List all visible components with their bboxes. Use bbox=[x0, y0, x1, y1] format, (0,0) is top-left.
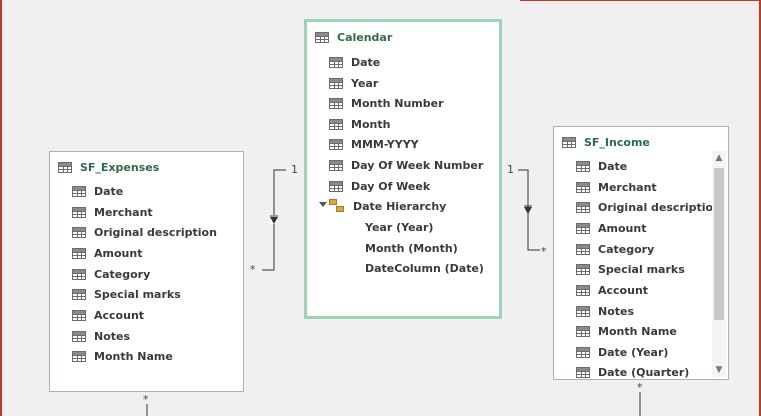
column-icon bbox=[329, 138, 343, 150]
field-category[interactable]: Category bbox=[576, 240, 654, 258]
field-date-year[interactable]: Date (Year) bbox=[576, 343, 668, 361]
field-date[interactable]: Date bbox=[72, 182, 123, 200]
column-icon bbox=[576, 222, 590, 234]
field-day-of-week-number[interactable]: Day Of Week Number bbox=[329, 156, 483, 174]
filter-arrow-icon bbox=[270, 217, 278, 224]
field-month-number[interactable]: Month Number bbox=[329, 94, 444, 112]
table-icon bbox=[315, 31, 329, 43]
column-icon bbox=[576, 305, 590, 317]
cardinality-many-bottom-right: * bbox=[637, 381, 643, 394]
field-account[interactable]: Account bbox=[576, 281, 648, 299]
canvas-edge-top bbox=[520, 0, 761, 1]
column-icon bbox=[72, 206, 86, 218]
canvas-edge-right bbox=[759, 0, 761, 416]
column-icon bbox=[576, 243, 590, 255]
column-icon bbox=[72, 268, 86, 280]
column-icon bbox=[576, 325, 590, 337]
table-title: Calendar bbox=[337, 30, 393, 44]
filter-arrow-icon bbox=[524, 207, 532, 214]
hierarchy-icon bbox=[329, 199, 345, 213]
column-icon bbox=[576, 201, 590, 213]
table-header[interactable]: SF_Income bbox=[562, 133, 650, 151]
hierarchy-level-datecolumn[interactable]: DateColumn (Date) bbox=[365, 261, 484, 275]
table-card-sf-income[interactable]: SF_Income Date Merchant Original descrip… bbox=[553, 126, 729, 380]
scrollbar-thumb[interactable] bbox=[714, 168, 724, 320]
column-icon bbox=[576, 181, 590, 193]
field-original-description[interactable]: Original description bbox=[576, 198, 712, 216]
field-merchant[interactable]: Merchant bbox=[576, 178, 657, 196]
chevron-down-icon[interactable]: ▼ bbox=[715, 365, 723, 375]
column-icon bbox=[72, 309, 86, 321]
column-icon bbox=[329, 180, 343, 192]
column-icon bbox=[329, 118, 343, 130]
table-title: SF_Income bbox=[584, 135, 650, 149]
hierarchy-level-year[interactable]: Year (Year) bbox=[365, 220, 434, 234]
collapse-triangle-icon[interactable] bbox=[319, 202, 327, 207]
cardinality-many-right: * bbox=[541, 245, 547, 258]
column-icon bbox=[576, 284, 590, 296]
column-icon bbox=[329, 159, 343, 171]
column-icon bbox=[329, 77, 343, 89]
column-icon bbox=[72, 226, 86, 238]
field-category[interactable]: Category bbox=[72, 265, 150, 283]
field-year[interactable]: Year bbox=[329, 74, 378, 92]
field-date-hierarchy[interactable]: Date Hierarchy bbox=[319, 197, 446, 215]
field-amount[interactable]: Amount bbox=[72, 244, 142, 262]
field-month[interactable]: Month bbox=[329, 115, 390, 133]
field-account[interactable]: Account bbox=[72, 306, 144, 324]
table-header[interactable]: Calendar bbox=[315, 28, 392, 46]
cardinality-one-right: 1 bbox=[507, 163, 514, 176]
vertical-scrollbar[interactable]: ▲ ▼ bbox=[712, 151, 726, 377]
table-title: SF_Expenses bbox=[80, 160, 160, 174]
field-original-description[interactable]: Original description bbox=[72, 223, 217, 241]
field-date-quarter[interactable]: Date (Quarter) bbox=[576, 363, 689, 379]
field-special-marks[interactable]: Special marks bbox=[72, 285, 181, 303]
field-merchant[interactable]: Merchant bbox=[72, 203, 153, 221]
column-icon bbox=[72, 350, 86, 362]
cardinality-many-left: * bbox=[250, 263, 256, 276]
table-icon bbox=[58, 161, 72, 173]
field-date[interactable]: Date bbox=[576, 157, 627, 175]
field-special-marks[interactable]: Special marks bbox=[576, 260, 685, 278]
field-notes[interactable]: Notes bbox=[72, 327, 130, 345]
column-icon bbox=[72, 288, 86, 300]
table-card-calendar[interactable]: Calendar Date Year Month Number Month MM… bbox=[304, 19, 502, 319]
cardinality-many-bottom-left: * bbox=[143, 393, 149, 406]
field-month-name[interactable]: Month Name bbox=[72, 347, 173, 365]
field-notes[interactable]: Notes bbox=[576, 302, 634, 320]
column-icon bbox=[576, 366, 590, 378]
cardinality-one-left: 1 bbox=[291, 163, 298, 176]
table-card-sf-expenses[interactable]: SF_Expenses Date Merchant Original descr… bbox=[49, 151, 244, 392]
field-date[interactable]: Date bbox=[329, 53, 380, 71]
canvas-edge-left bbox=[0, 0, 2, 416]
column-icon bbox=[72, 185, 86, 197]
column-icon bbox=[329, 97, 343, 109]
field-day-of-week[interactable]: Day Of Week bbox=[329, 177, 430, 195]
field-mmm-yyyy[interactable]: MMM-YYYY bbox=[329, 135, 419, 153]
column-icon bbox=[576, 160, 590, 172]
column-icon bbox=[576, 263, 590, 275]
field-amount[interactable]: Amount bbox=[576, 219, 646, 237]
table-icon bbox=[562, 136, 576, 148]
chevron-up-icon[interactable]: ▲ bbox=[715, 153, 723, 163]
column-icon bbox=[72, 247, 86, 259]
column-icon bbox=[329, 56, 343, 68]
column-icon bbox=[576, 346, 590, 358]
table-header[interactable]: SF_Expenses bbox=[58, 158, 159, 176]
column-icon bbox=[72, 330, 86, 342]
field-list[interactable]: SF_Income Date Merchant Original descrip… bbox=[554, 127, 712, 379]
field-month-name[interactable]: Month Name bbox=[576, 322, 677, 340]
hierarchy-level-month[interactable]: Month (Month) bbox=[365, 241, 458, 255]
